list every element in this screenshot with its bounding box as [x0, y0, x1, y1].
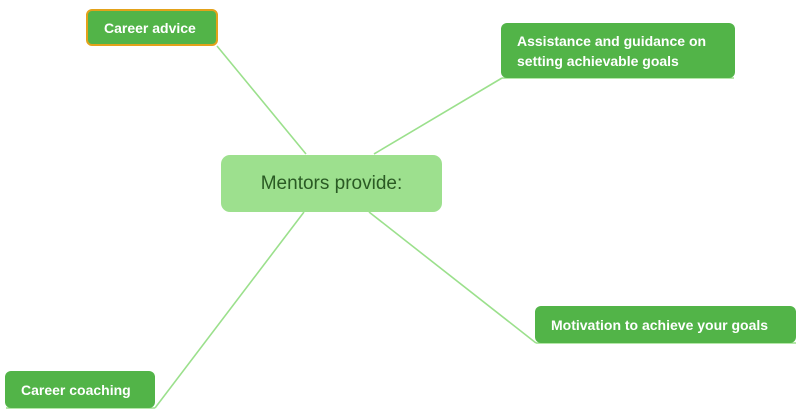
connector-career-coaching: [154, 211, 305, 409]
branch-assistance-goals-label: Assistance and guidance on setting achie…: [517, 32, 707, 69]
central-topic[interactable]: Mentors provide:: [221, 155, 442, 212]
branch-assistance-goals[interactable]: Assistance and guidance on setting achie…: [501, 23, 735, 78]
central-topic-label: Mentors provide:: [260, 172, 403, 194]
connector-assistance-goals: [373, 77, 503, 155]
branch-career-coaching-label: Career coaching: [21, 381, 131, 398]
branch-career-advice-label: Career advice: [104, 19, 196, 36]
branch-career-advice[interactable]: Career advice: [86, 9, 218, 46]
branch-motivation[interactable]: Motivation to achieve your goals: [535, 306, 796, 343]
branch-career-coaching[interactable]: Career coaching: [5, 371, 155, 408]
connector-career-advice: [216, 45, 307, 155]
connector-motivation: [368, 211, 537, 344]
branch-motivation-label: Motivation to achieve your goals: [551, 316, 769, 333]
